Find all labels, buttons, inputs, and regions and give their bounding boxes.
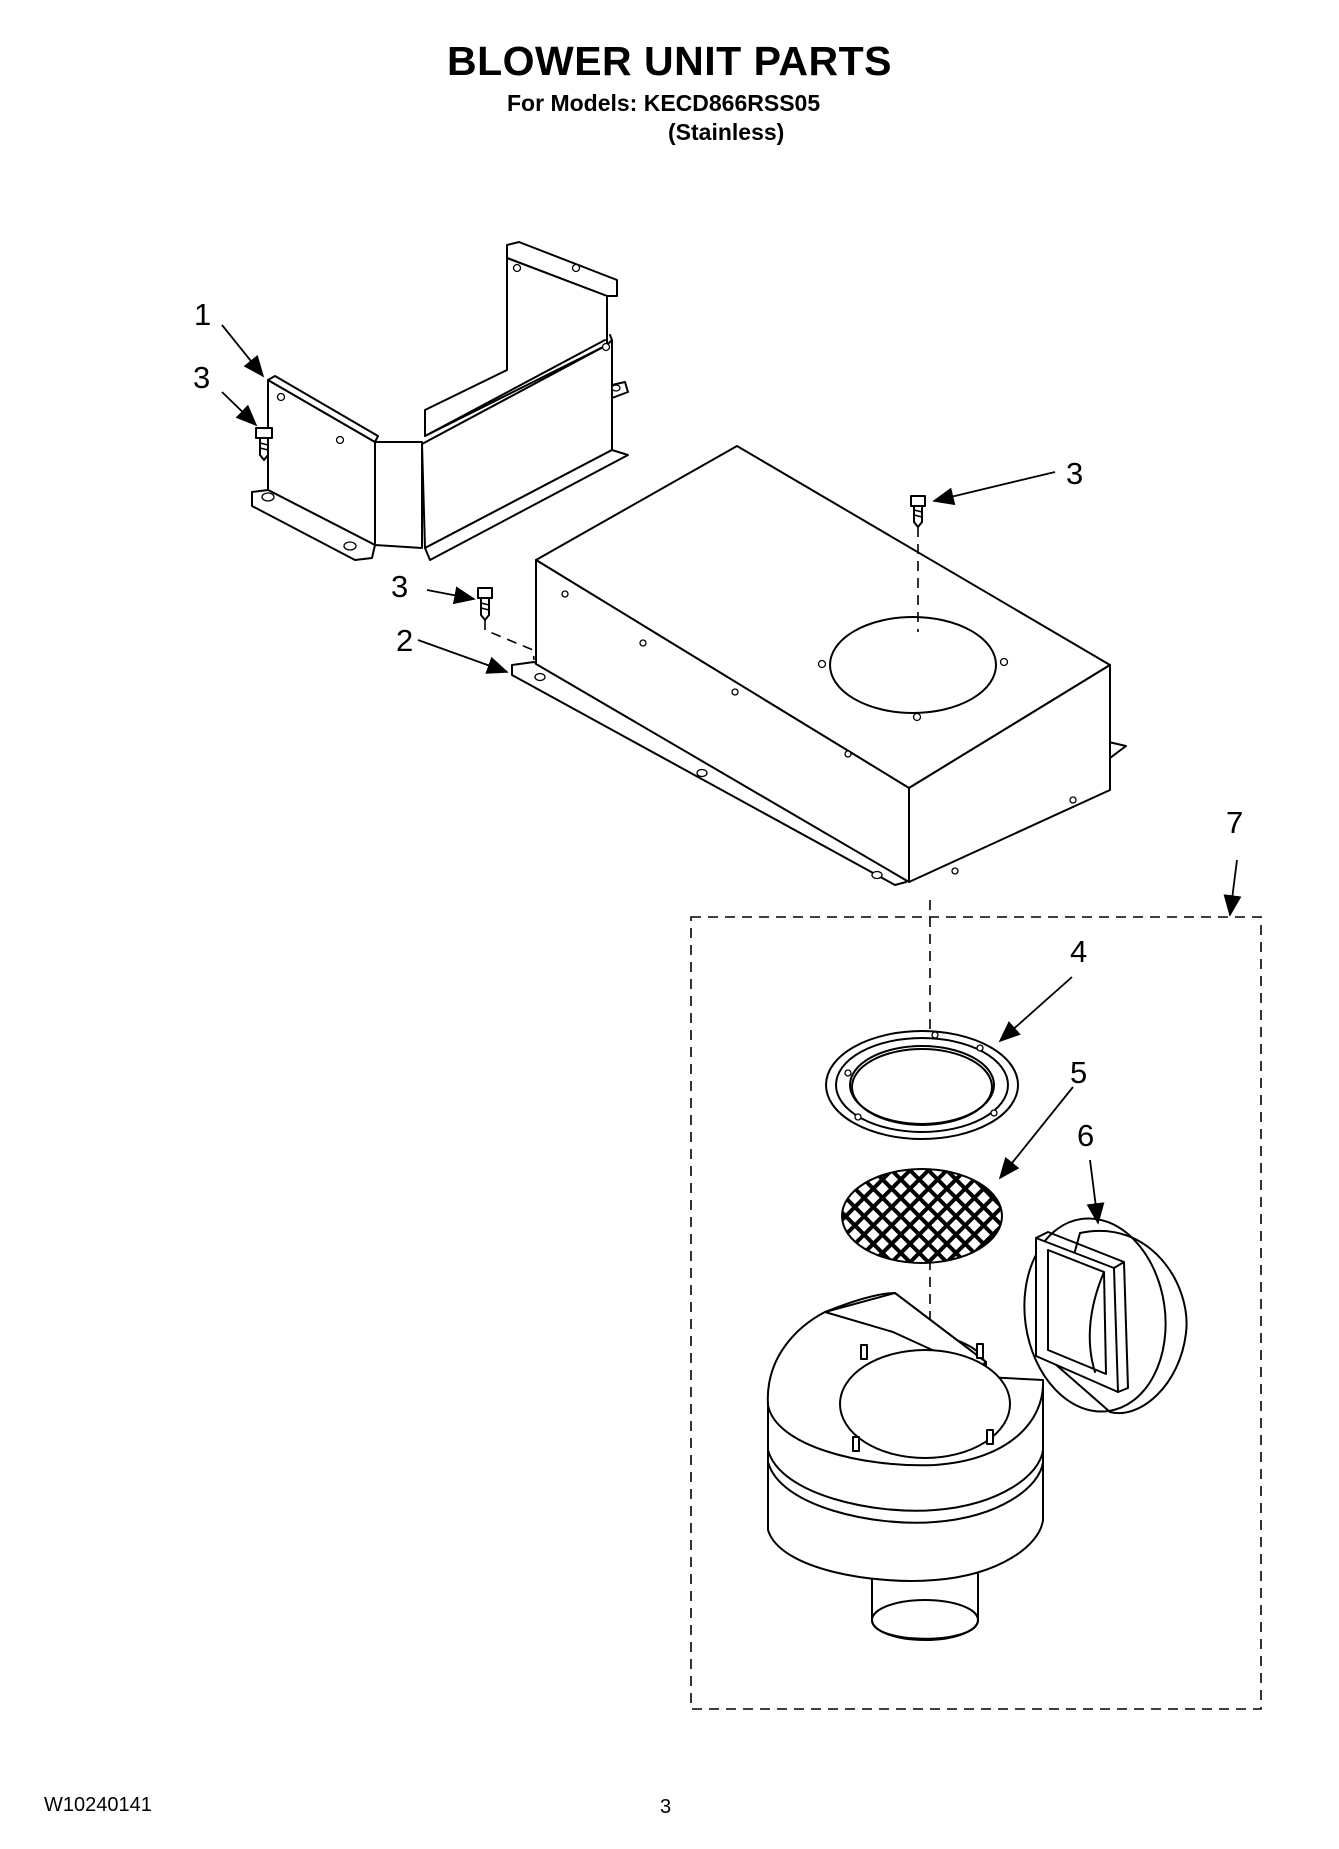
screw-icon: [477, 587, 493, 621]
callout-arrow: [417, 639, 509, 674]
callout-3: 3: [193, 360, 210, 395]
screw-icon: [255, 427, 273, 461]
part-2-housing: [511, 445, 1127, 886]
callout-2: 2: [396, 623, 413, 658]
callout-arrow: [221, 324, 265, 378]
part-6-damper: [1023, 1217, 1188, 1415]
callout-5: 5: [1070, 1055, 1087, 1090]
callout-arrow: [1223, 859, 1242, 917]
finish-label: (Stainless): [668, 119, 785, 145]
callout-4: 4: [1070, 934, 1087, 969]
callout-arrow: [221, 391, 258, 427]
models-line: For Models: KECD866RSS05: [507, 90, 821, 116]
callout-arrow: [426, 586, 476, 605]
callout-arrow: [998, 1086, 1074, 1180]
callout-6: 6: [1077, 1118, 1094, 1153]
part-5-mesh-screen: [841, 1168, 1003, 1264]
part-4-ring: [825, 1030, 1019, 1140]
callout-arrow: [998, 976, 1073, 1043]
callout-1: 1: [194, 297, 211, 332]
callout-arrow: [932, 471, 1056, 506]
callout-arrow: [1086, 1159, 1105, 1225]
callout-7: 7: [1226, 805, 1243, 840]
page-title: BLOWER UNIT PARTS: [446, 38, 893, 84]
callout-3: 3: [1066, 456, 1083, 491]
screw-icon: [910, 495, 926, 528]
callout-3: 3: [391, 569, 408, 604]
part-1-bracket: [251, 241, 629, 561]
blower-assembly: [766, 1292, 1045, 1641]
page-number: 3: [660, 1796, 672, 1818]
document-number: W10240141: [44, 1794, 152, 1816]
